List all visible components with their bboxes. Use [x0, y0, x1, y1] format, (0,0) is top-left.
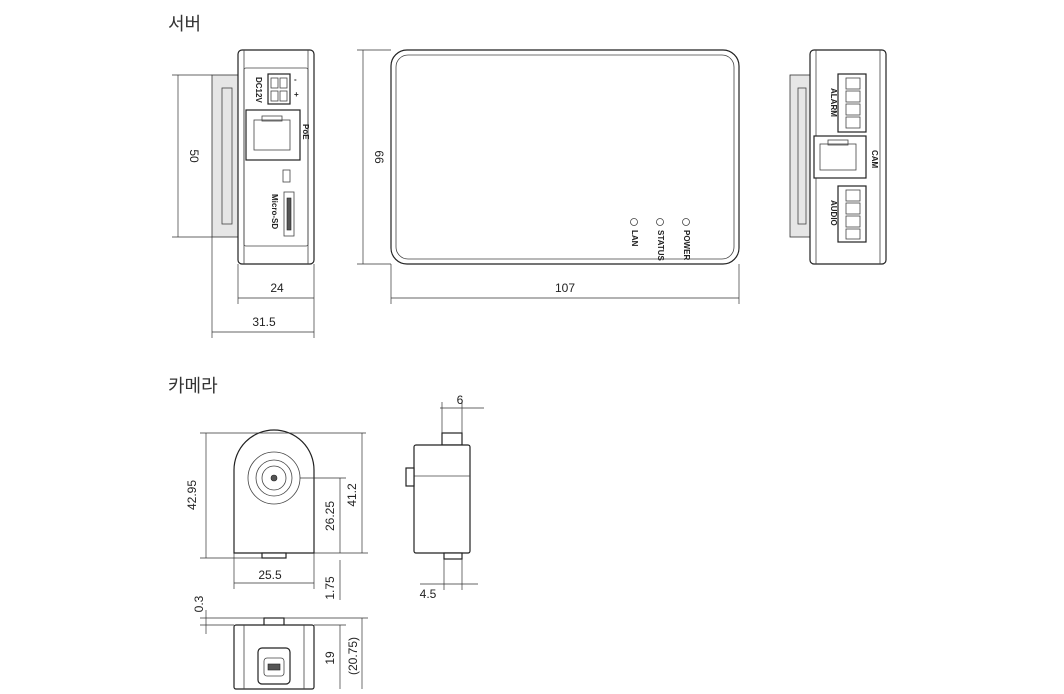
- camera-lens-center: [270, 474, 278, 482]
- dim-camera-tab-depth: 4.5: [420, 587, 437, 601]
- camera-section-title: 카메라: [168, 376, 218, 397]
- dim-server-width: 107: [555, 281, 575, 295]
- dc12v-plus-label: +: [294, 90, 299, 99]
- dim-camera-height-total: 42.95: [185, 480, 199, 510]
- dim-server-height: 50: [187, 149, 201, 163]
- poe-label: PoE: [301, 124, 310, 140]
- camera-side-view: [405, 432, 471, 560]
- dim-camera-lens-center: 26.25: [323, 501, 337, 531]
- camera-side-top-tab: [441, 432, 463, 446]
- audio-label: AUDIO: [829, 200, 838, 226]
- camera-front-dimensions: 42.95 41.2 26.25 25.5 1.75: [185, 432, 368, 600]
- alarm-terminal: [837, 73, 867, 133]
- server-side-flange: [211, 74, 239, 238]
- poe-port: [245, 109, 301, 161]
- camera-bottom-tab: [261, 552, 287, 559]
- dim-server-depth-total: 31.5: [252, 315, 276, 329]
- status-led: [656, 218, 664, 226]
- server-rear-flange: [789, 74, 813, 238]
- led-label-power: POWER: [682, 230, 691, 260]
- dc12v-label: DC12V: [254, 77, 263, 103]
- micro-sd-slot: [283, 191, 295, 237]
- server-top-dimensions: 66 107: [357, 49, 740, 304]
- dim-camera-top-gap: 0.3: [192, 595, 206, 612]
- power-led: [682, 218, 690, 226]
- dim-camera-tab-width: 6: [457, 393, 464, 407]
- micro-sd-label: Micro-SD: [270, 194, 279, 229]
- server-top-view: LAN STATUS POWER: [390, 49, 740, 265]
- dim-camera-bottom-depth-total: (20.75): [346, 637, 360, 675]
- camera-front-view: [233, 429, 315, 559]
- server-side-dimensions: 50 24 31.5: [172, 74, 315, 338]
- camera-side-lens: [405, 467, 415, 487]
- dc12v-minus-label: -: [294, 75, 297, 84]
- dim-camera-bottom-offset: 1.75: [323, 576, 337, 600]
- camera-side-bottom-tab: [443, 552, 463, 560]
- server-section-title: 서버: [168, 14, 201, 35]
- cam-label: CAM: [870, 150, 879, 169]
- alarm-label: ALARM: [829, 88, 838, 117]
- dc12v-connector: [267, 73, 291, 105]
- camera-side-dimensions: 6 4.5: [420, 393, 484, 601]
- server-top-body: [390, 49, 740, 265]
- dim-camera-height-body: 41.2: [345, 483, 359, 507]
- led-label-lan: LAN: [630, 230, 639, 247]
- dim-camera-width: 25.5: [258, 568, 282, 582]
- reset-button: [282, 169, 291, 183]
- server-rear-view: ALARM CAM AUDIO: [789, 49, 887, 265]
- cam-port: [813, 135, 867, 179]
- dim-server-depth-body: 24: [270, 281, 284, 295]
- camera-front-body: [233, 429, 315, 554]
- lan-led: [630, 218, 638, 226]
- server-side-view: DC12V - + PoE Micro-SD: [211, 49, 315, 265]
- dim-server-front-height: 66: [372, 150, 386, 164]
- camera-side-body: [413, 444, 471, 554]
- camera-bottom-view: [233, 617, 315, 690]
- led-label-status: STATUS: [656, 230, 665, 261]
- camera-bottom-dimensions: 0.3 19 (20.75): [192, 595, 368, 689]
- dim-camera-bottom-depth: 19: [323, 651, 337, 665]
